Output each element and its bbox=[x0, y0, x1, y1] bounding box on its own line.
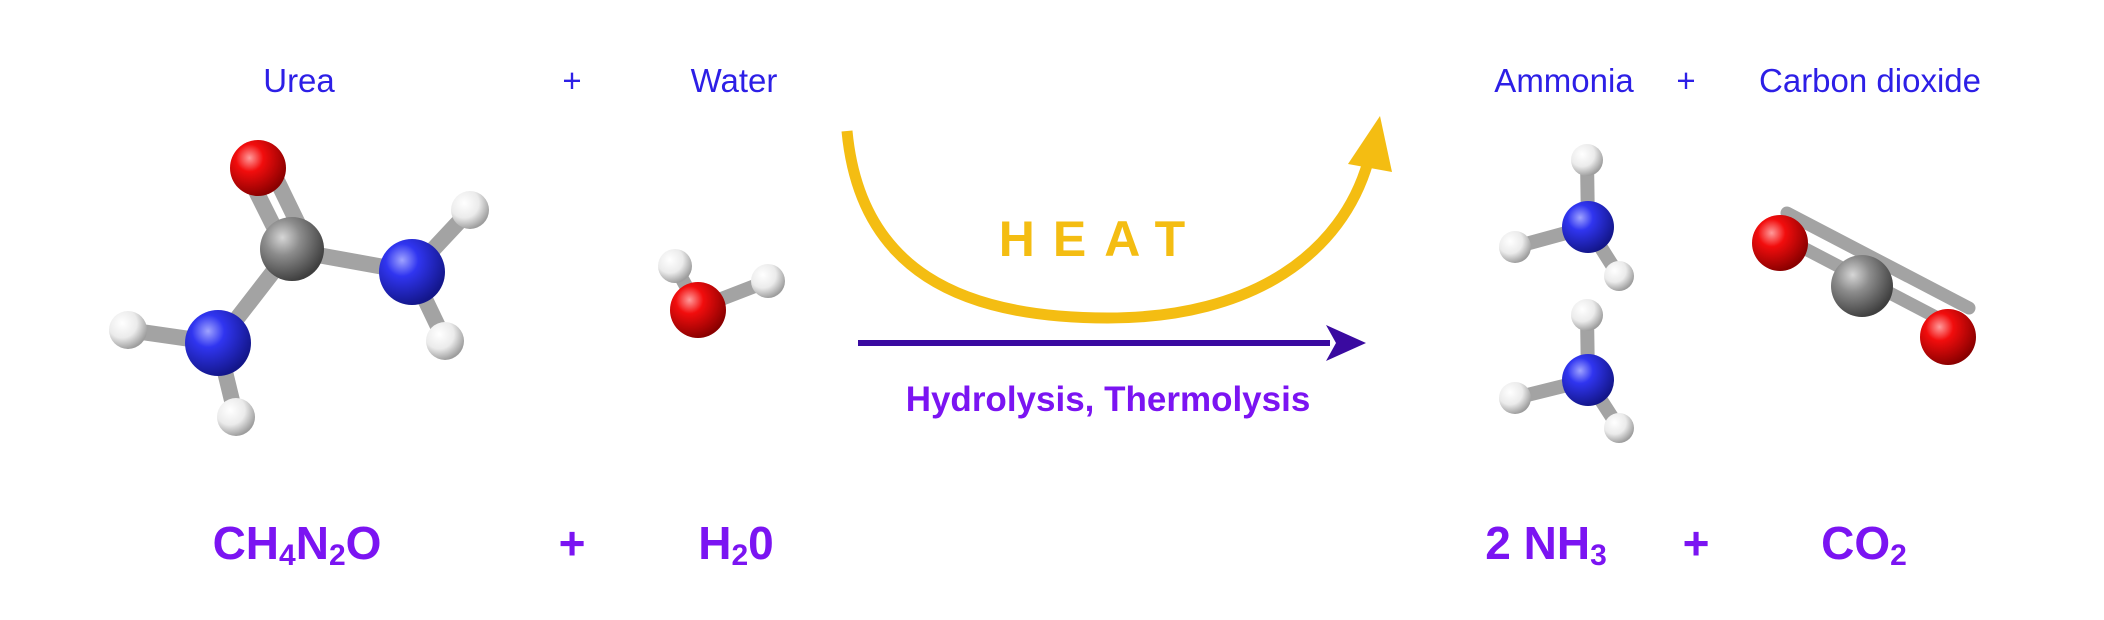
urea-hydrogen-atom bbox=[109, 311, 147, 349]
product-plus-label: + bbox=[1676, 62, 1696, 99]
ammonia-molecule bbox=[1499, 299, 1634, 443]
formula-plus: + bbox=[1682, 517, 1710, 569]
ammonia-nitrogen-atom bbox=[1562, 354, 1614, 406]
ammonia-label: Ammonia bbox=[1494, 62, 1634, 99]
ammonia-hydrogen-atom bbox=[1604, 261, 1634, 291]
ammonia-nitrogen-atom bbox=[1562, 201, 1614, 253]
urea-hydrogen-atom bbox=[451, 191, 489, 229]
water-label: Water bbox=[690, 62, 778, 99]
co2-oxygen-atom bbox=[1920, 309, 1976, 365]
co2-label: Carbon dioxide bbox=[1759, 62, 1981, 99]
ammonia-hydrogen-atom bbox=[1499, 231, 1531, 263]
heat-arrow bbox=[841, 116, 1392, 324]
water-oxygen-atom bbox=[670, 282, 726, 338]
water-hydrogen-atom bbox=[751, 264, 785, 298]
co2-carbon-atom bbox=[1831, 255, 1893, 317]
water-formula: H20 bbox=[698, 517, 774, 572]
urea-molecule bbox=[109, 140, 489, 436]
water-molecule bbox=[658, 249, 785, 338]
urea-nitrogen-atom bbox=[185, 310, 251, 376]
co2-oxygen-atom bbox=[1752, 215, 1808, 271]
co2-formula: CO2 bbox=[1821, 517, 1907, 572]
reactant-plus-label: + bbox=[562, 62, 582, 99]
ammonia-molecule bbox=[1499, 144, 1634, 291]
urea-carbon-atom bbox=[260, 217, 324, 281]
urea-hydrogen-atom bbox=[217, 398, 255, 436]
ammonia-hydrogen-atom bbox=[1499, 382, 1531, 414]
urea-oxygen-atom bbox=[230, 140, 286, 196]
ammonia-hydrogen-atom bbox=[1571, 299, 1603, 331]
urea-formula: CH4N2O bbox=[212, 517, 382, 572]
urea-hydrogen-atom bbox=[426, 322, 464, 360]
ammonia-hydrogen-atom bbox=[1571, 144, 1603, 176]
urea-label: Urea bbox=[263, 62, 335, 99]
water-hydrogen-atom bbox=[658, 249, 692, 283]
formula-plus: + bbox=[558, 517, 586, 569]
ammonia-hydrogen-atom bbox=[1604, 413, 1634, 443]
heat-label: HEAT bbox=[998, 211, 1204, 267]
co2-molecule bbox=[1752, 206, 1976, 365]
process-label: Hydrolysis, Thermolysis bbox=[905, 380, 1311, 419]
urea-nitrogen-atom bbox=[379, 239, 445, 305]
ammonia-formula: 2 NH3 bbox=[1485, 517, 1607, 572]
reaction-arrow bbox=[858, 325, 1366, 361]
